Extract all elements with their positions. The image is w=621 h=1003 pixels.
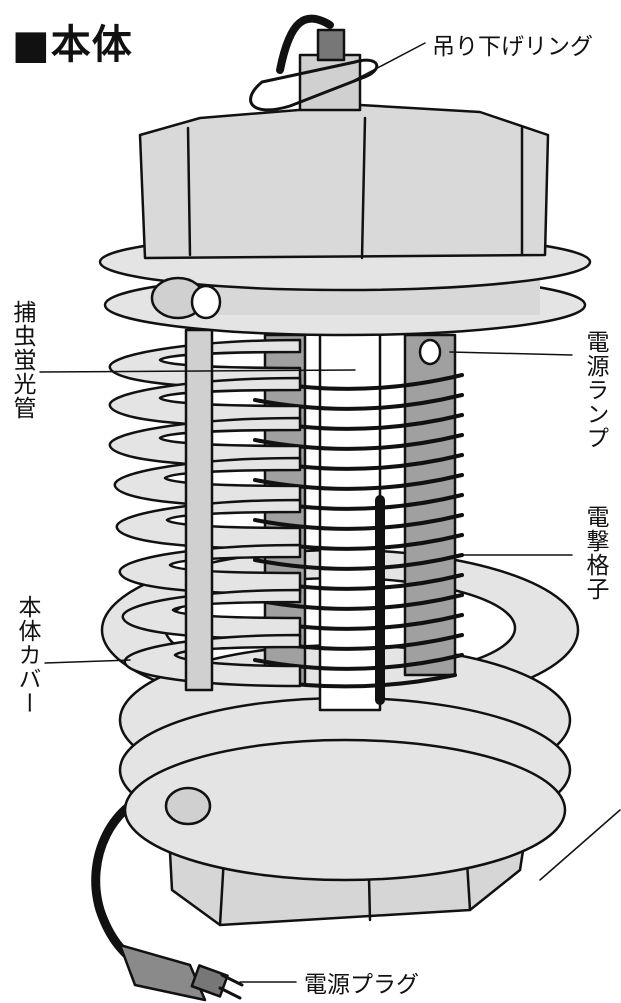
label-power-plug: 電源プラグ: [304, 972, 419, 998]
lower-plate-3: [123, 738, 567, 882]
housing-edge: [360, 116, 367, 260]
diagram-title: ■本体: [12, 22, 133, 68]
power-plug: [118, 943, 244, 1002]
cover-post: [184, 328, 214, 692]
housing-edge: [186, 126, 192, 257]
cover-knob-cap: [190, 284, 222, 320]
cover-knob-bottom: [164, 786, 212, 826]
power-lamp-indicator: [418, 338, 442, 366]
label-grid: 電撃格子: [582, 505, 608, 601]
label-insect-lamp: 捕虫蛍光管: [9, 300, 35, 420]
label-hanging-ring: 吊り下げリング: [432, 34, 593, 60]
label-power-lamp: 電源ランプ: [582, 330, 608, 450]
label-body-cover: 本体カバー: [14, 595, 40, 715]
leader-lines: [39, 42, 621, 983]
cover-rings: [108, 338, 302, 688]
post-nut: [316, 28, 346, 62]
hanging-ring: [249, 58, 379, 112]
top-housing: [138, 103, 550, 260]
cord-top: [276, 14, 334, 74]
